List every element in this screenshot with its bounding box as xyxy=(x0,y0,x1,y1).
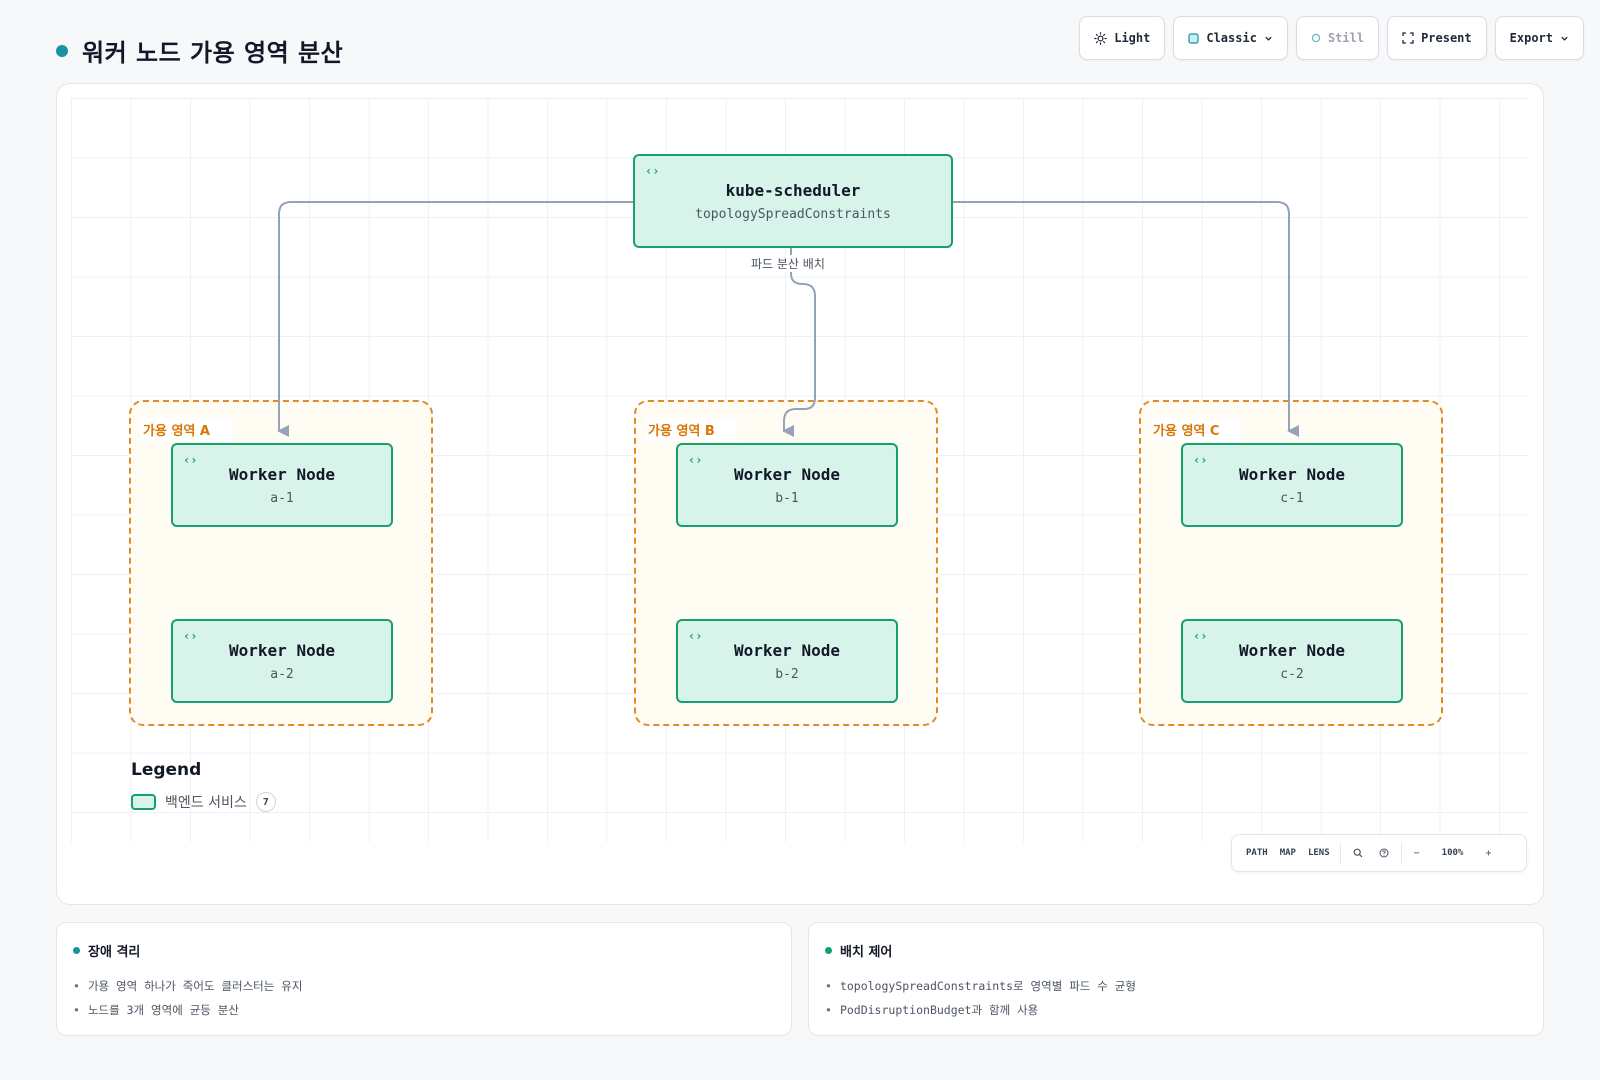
info-list-item: 노드를 3개 영역에 균등 분산 xyxy=(73,998,775,1022)
worker-node-b1[interactable]: ‹› Worker Node b-1 xyxy=(676,443,898,527)
node-title: Worker Node xyxy=(1239,464,1345,484)
node-subtitle: c-2 xyxy=(1280,666,1304,682)
info-list-item: PodDisruptionBudget과 함께 사용 xyxy=(825,998,1527,1022)
zoom-out-button[interactable]: − xyxy=(1413,847,1420,859)
worker-node-a2[interactable]: ‹› Worker Node a-2 xyxy=(171,619,393,703)
info-card-header: 장애 격리 xyxy=(73,941,775,960)
theme-button-label: Light xyxy=(1114,31,1151,45)
node-subtitle: b-1 xyxy=(775,490,799,506)
search-button[interactable] xyxy=(1345,848,1371,858)
canvas-controls: PATH MAP LENS − 100% + xyxy=(1231,834,1527,872)
info-dot xyxy=(73,947,80,954)
edge-scheduler-a1 xyxy=(277,201,633,437)
help-button[interactable] xyxy=(1371,848,1397,858)
info-list: 가용 영역 하나가 죽어도 클러스터는 유지 노드를 3개 영역에 균등 분산 xyxy=(73,974,775,1022)
code-icon: ‹› xyxy=(183,453,198,467)
motion-button-label: Still xyxy=(1327,31,1365,45)
info-list-item: 가용 영역 하나가 죽어도 클러스터는 유지 xyxy=(73,974,775,998)
legend-item-label: 백엔드 서비스 xyxy=(165,795,247,811)
zone-b-label: 가용 영역 B xyxy=(646,418,737,441)
export-dropdown[interactable]: Export xyxy=(1494,16,1584,60)
code-icon: ‹› xyxy=(1193,453,1208,467)
scheduler-title: kube-scheduler xyxy=(725,180,861,200)
page-header: 워커 노드 가용 영역 분산 xyxy=(56,33,343,68)
style-dropdown-label: Classic xyxy=(1206,31,1257,45)
info-dot xyxy=(825,947,832,954)
worker-node-c2[interactable]: ‹› Worker Node c-2 xyxy=(1181,619,1403,703)
code-icon: ‹› xyxy=(1193,629,1208,643)
help-icon xyxy=(1379,848,1389,858)
node-subtitle: a-2 xyxy=(270,666,294,682)
path-button[interactable]: PATH xyxy=(1246,848,1268,858)
scheduler-node[interactable]: ‹› kube-scheduler topologySpreadConstrai… xyxy=(633,154,953,248)
style-swatch-icon xyxy=(1188,32,1199,44)
map-button[interactable]: MAP xyxy=(1279,848,1296,858)
info-card-isolation: 장애 격리 가용 영역 하나가 죽어도 클러스터는 유지 노드를 3개 영역에 … xyxy=(56,922,792,1036)
circle-icon xyxy=(1311,33,1321,43)
worker-node-c1[interactable]: ‹› Worker Node c-1 xyxy=(1181,443,1403,527)
info-list: topologySpreadConstraints로 영역별 파드 수 균형 P… xyxy=(825,974,1527,1022)
diagram-edges xyxy=(277,201,1299,437)
code-icon: ‹› xyxy=(645,164,660,178)
title-dot xyxy=(56,44,68,57)
chevron-down-icon xyxy=(1561,36,1568,41)
style-dropdown[interactable]: Classic xyxy=(1173,16,1288,60)
node-title: Worker Node xyxy=(1239,640,1345,660)
scheduler-subtitle: topologySpreadConstraints xyxy=(695,206,891,222)
info-card-header: 배치 제어 xyxy=(825,941,1527,960)
export-dropdown-label: Export xyxy=(1509,31,1553,45)
edge-scheduler-c1 xyxy=(951,201,1299,437)
node-subtitle: c-1 xyxy=(1280,490,1304,506)
info-card-title: 배치 제어 xyxy=(840,945,893,960)
legend-swatch xyxy=(131,794,156,810)
motion-button[interactable]: Still xyxy=(1295,16,1380,60)
node-title: Worker Node xyxy=(734,640,840,660)
code-icon: ‹› xyxy=(688,453,703,467)
diagram-canvas: 가용 영역 A 가용 영역 B 가용 영역 C 파드 분산 배치 ‹› kube… xyxy=(56,83,1544,905)
divider xyxy=(1400,843,1402,863)
present-button-label: Present xyxy=(1421,31,1472,45)
worker-node-b2[interactable]: ‹› Worker Node b-2 xyxy=(676,619,898,703)
node-title: Worker Node xyxy=(229,464,335,484)
node-subtitle: b-2 xyxy=(775,666,799,682)
worker-node-a1[interactable]: ‹› Worker Node a-1 xyxy=(171,443,393,527)
zoom-in-button[interactable]: + xyxy=(1485,847,1492,859)
info-card-placement: 배치 제어 topologySpreadConstraints로 영역별 파드 … xyxy=(808,922,1544,1036)
present-button[interactable]: Present xyxy=(1387,16,1487,60)
info-list-item: topologySpreadConstraints로 영역별 파드 수 균형 xyxy=(825,974,1527,998)
node-subtitle: a-1 xyxy=(270,490,294,506)
info-card-title: 장애 격리 xyxy=(88,945,141,960)
search-icon xyxy=(1353,848,1363,858)
node-title: Worker Node xyxy=(229,640,335,660)
zoom-level: 100% xyxy=(1441,848,1464,858)
page-title: 워커 노드 가용 영역 분산 xyxy=(82,39,344,67)
code-icon: ‹› xyxy=(688,629,703,643)
legend-item-count: 7 xyxy=(255,792,276,812)
toolbar: Light Classic Still Present Export xyxy=(1079,16,1584,60)
edge-label: 파드 분산 배치 xyxy=(747,255,829,272)
lens-button[interactable]: LENS xyxy=(1307,848,1330,858)
sun-icon xyxy=(1094,31,1108,45)
code-icon: ‹› xyxy=(183,629,198,643)
theme-button[interactable]: Light xyxy=(1079,16,1166,60)
zone-a-label: 가용 영역 A xyxy=(141,418,232,441)
edge-scheduler-b1 xyxy=(782,248,816,437)
fullscreen-icon xyxy=(1402,32,1414,44)
diagram-grid: 가용 영역 A 가용 영역 B 가용 영역 C 파드 분산 배치 ‹› kube… xyxy=(71,98,1529,842)
node-title: Worker Node xyxy=(734,464,840,484)
chevron-down-icon xyxy=(1265,36,1272,41)
divider xyxy=(1339,843,1341,863)
legend-item[interactable]: 백엔드 서비스 7 xyxy=(131,792,276,812)
legend: Legend 백엔드 서비스 7 xyxy=(131,760,276,812)
legend-title: Legend xyxy=(131,760,202,780)
zone-c-label: 가용 영역 C xyxy=(1151,418,1242,441)
